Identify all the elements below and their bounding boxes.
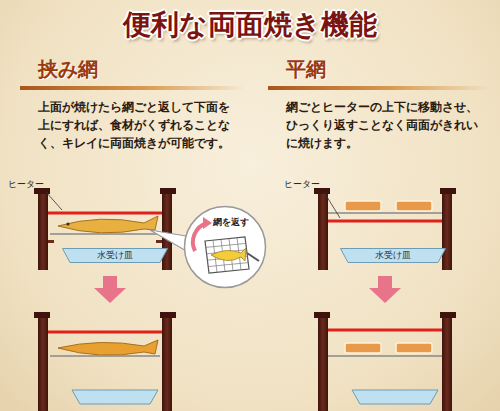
fish bbox=[211, 248, 246, 261]
water-tray bbox=[352, 390, 438, 404]
section-heading: 挟み網 bbox=[20, 56, 245, 90]
method-panel: 平網網ごとヒーターの上下に移動させ、ひっくり返すことなく両面がきれいに焼けます。 bbox=[268, 56, 490, 152]
tray-label: 水受け皿 bbox=[340, 248, 446, 263]
tray-label: 水受け皿 bbox=[62, 248, 168, 263]
main-title: 便利な両面焼き機能 bbox=[0, 6, 500, 44]
food-piece bbox=[396, 201, 432, 211]
grill-net bbox=[50, 233, 160, 235]
tray-shape bbox=[63, 249, 168, 263]
callout-circle-outline bbox=[185, 207, 266, 288]
grill-net bbox=[328, 212, 442, 214]
heater-label: ヒーター bbox=[8, 179, 44, 190]
grill-housing bbox=[34, 312, 176, 411]
heater-label: ヒーター bbox=[284, 179, 320, 190]
section-heading: 平網 bbox=[268, 56, 490, 90]
heater-line bbox=[48, 331, 162, 334]
water-tray-box: 水受け皿 bbox=[62, 248, 168, 263]
grill-net bbox=[328, 355, 442, 357]
leader-line bbox=[324, 192, 340, 218]
heater-line bbox=[328, 329, 442, 332]
grill-net-held bbox=[205, 237, 259, 273]
heater-line bbox=[328, 220, 442, 223]
fish-eye bbox=[66, 222, 69, 225]
grill-net bbox=[50, 355, 160, 357]
grill-housing bbox=[314, 312, 456, 411]
grill-housing bbox=[34, 188, 176, 270]
grill-housing bbox=[314, 188, 456, 270]
section-body: 網ごとヒーターの上下に移動させ、ひっくり返すことなく両面がきれいに焼けます。 bbox=[268, 90, 490, 152]
method-panel: 挟み網上面が焼けたら網ごと返して下面を上にすれば、食材がくずれることなく、キレイ… bbox=[20, 56, 245, 152]
turn-arrow-head bbox=[203, 217, 212, 229]
food-piece bbox=[345, 201, 381, 211]
tray-shape bbox=[341, 249, 446, 263]
section-body: 上面が焼けたら網ごと返して下面を上にすれば、食材がくずれることなく、キレイに両面… bbox=[20, 90, 245, 152]
food-piece bbox=[396, 343, 432, 353]
food-piece bbox=[345, 343, 381, 353]
callout-label: 網を返す bbox=[213, 217, 249, 228]
down-arrow bbox=[369, 276, 401, 303]
heater-line bbox=[48, 212, 162, 215]
down-arrow bbox=[94, 276, 126, 303]
callout-circle: 網を返す bbox=[183, 205, 267, 289]
leader-line bbox=[46, 192, 62, 210]
fish bbox=[58, 216, 158, 233]
water-tray-box: 水受け皿 bbox=[340, 248, 446, 263]
water-tray bbox=[72, 390, 158, 404]
fish bbox=[58, 340, 158, 355]
